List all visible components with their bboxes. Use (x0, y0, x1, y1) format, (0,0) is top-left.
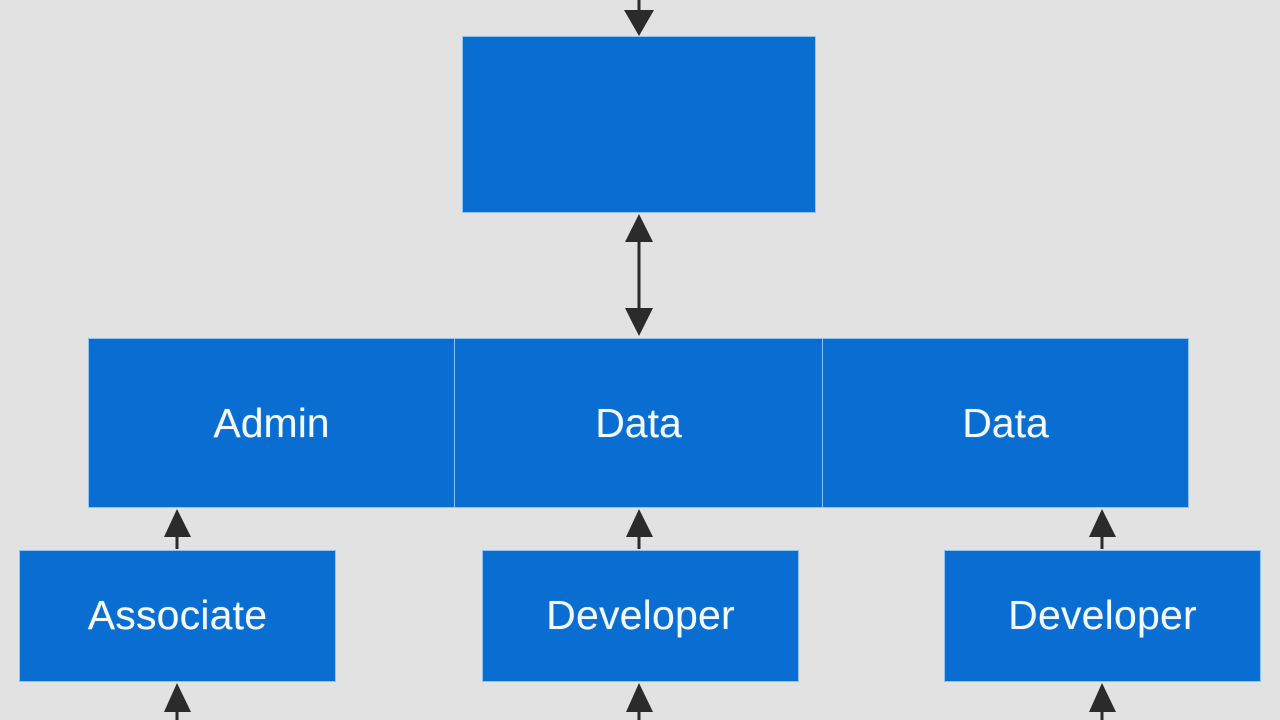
connector-below-developer2 (1089, 683, 1116, 720)
node-data-box-1-label: Data (595, 399, 682, 446)
node-data-box-2-label: Data (962, 399, 1049, 446)
connector-developer2-to-data2 (1089, 509, 1116, 549)
node-developer-box-2[interactable]: Developer (944, 550, 1261, 682)
node-associate-box-label: Associate (87, 591, 268, 638)
node-developer-box-2-label: Developer (1008, 591, 1197, 638)
node-admin-box-label: Admin (213, 399, 330, 446)
middle-level-band: Admin Data Data (88, 338, 1190, 508)
connector-below-developer1 (626, 683, 653, 720)
node-data-box-2[interactable]: Data (822, 338, 1189, 508)
node-data-box-1[interactable]: Data (454, 338, 823, 508)
connector-top-to-middle (625, 214, 653, 336)
node-associate-box[interactable]: Associate (19, 550, 336, 682)
node-admin-box[interactable]: Admin (88, 338, 455, 508)
node-developer-box-1[interactable]: Developer (482, 550, 799, 682)
connector-incoming-top (624, 0, 654, 36)
connector-developer1-to-data1 (626, 509, 653, 549)
node-developer-box-1-label: Developer (546, 591, 735, 638)
node-top-box[interactable] (462, 36, 816, 213)
connector-associate-to-admin (164, 509, 191, 549)
connector-below-associate (164, 683, 191, 720)
